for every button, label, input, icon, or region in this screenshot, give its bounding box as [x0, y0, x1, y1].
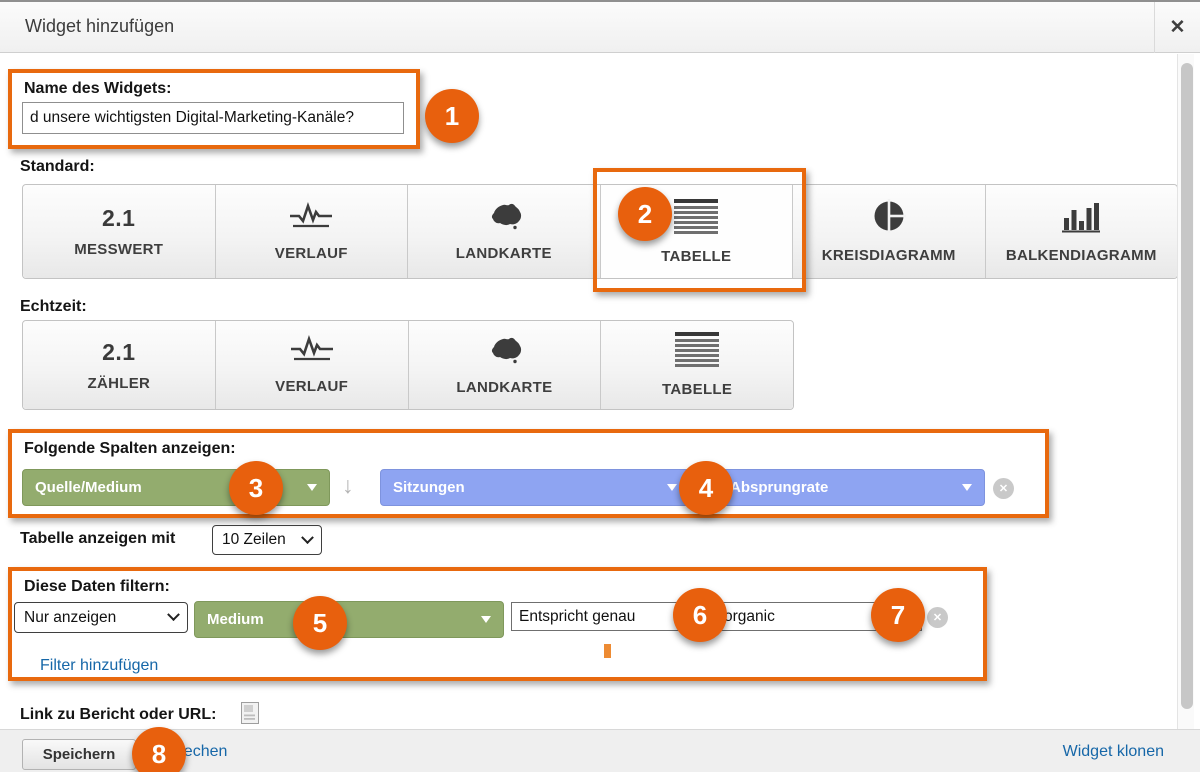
filter-value-input[interactable]: [716, 602, 922, 631]
table-rows-icon: [675, 332, 720, 372]
echtzeit-verlauf-button[interactable]: VERLAUF: [215, 321, 409, 409]
filter-mode-select[interactable]: Nur anzeigen: [14, 602, 188, 633]
column-order-arrow-icon: ↓: [342, 472, 354, 498]
select-chevron-icon: [167, 608, 180, 622]
dialog-header: Widget hinzufügen ✕: [0, 2, 1200, 53]
standard-messwert-button[interactable]: 2.1 MESSWERT: [23, 185, 216, 278]
metric-2.1-icon: 2.1: [102, 205, 136, 231]
close-icon: ✕: [1169, 17, 1186, 38]
columns-label: Folgende Spalten anzeigen:: [24, 440, 236, 457]
standard-label: Standard:: [20, 158, 95, 175]
add-filter-link[interactable]: Filter hinzufügen: [40, 657, 159, 674]
timeline-sparkline-icon: [288, 201, 334, 236]
standard-verlauf-button[interactable]: VERLAUF: [215, 185, 408, 278]
widget-name-label: Name des Widgets:: [24, 80, 172, 97]
save-button[interactable]: Speichern: [22, 739, 136, 770]
close-button[interactable]: ✕: [1154, 2, 1200, 53]
filter-dimension-dropdown[interactable]: Medium: [194, 601, 504, 638]
timeline-sparkline-icon: [289, 335, 335, 369]
echtzeit-landkarte-button[interactable]: LANDKARTE: [408, 321, 602, 409]
table-rows-label: Tabelle anzeigen mit: [20, 530, 176, 547]
standard-landkarte-button[interactable]: LANDKARTE: [408, 185, 601, 278]
metric2-dropdown[interactable]: Absprungrate: [717, 469, 985, 506]
table-rows-icon: [674, 198, 719, 239]
metric1-dropdown[interactable]: Sitzungen: [380, 469, 690, 506]
dropdown-caret-icon: [962, 484, 972, 491]
filter-operator-field[interactable]: Entspricht genau: [511, 602, 704, 631]
counter-2.1-icon: 2.1: [102, 338, 136, 365]
standard-kreisdiagramm-button[interactable]: KREISDIAGRAMM: [793, 185, 986, 278]
standard-widget-row: 2.1 MESSWERT VERLAUF LANDKARTE TABELLE: [22, 184, 1178, 279]
clone-widget-link[interactable]: Widget klonen: [1062, 743, 1164, 760]
report-document-icon[interactable]: [241, 702, 259, 729]
geomap-australia-icon: [484, 335, 524, 370]
pie-chart-icon: [872, 199, 906, 238]
standard-tabelle-button[interactable]: TABELLE: [600, 185, 793, 278]
echtzeit-label: Echtzeit:: [20, 298, 87, 315]
cancel-link[interactable]: Abbrechen: [150, 743, 228, 760]
dialog-footer: Speichern Abbrechen Widget klonen: [0, 729, 1200, 772]
row-count-select[interactable]: 10 Zeilen: [212, 525, 322, 555]
dialog-title: Widget hinzufügen: [25, 16, 175, 36]
remove-filter-icon[interactable]: ✕: [927, 607, 948, 628]
widget-name-input[interactable]: [22, 102, 404, 134]
dropdown-caret-icon: [667, 484, 677, 491]
geomap-australia-icon: [484, 201, 524, 236]
filter-label: Diese Daten filtern:: [24, 578, 170, 595]
remove-metric-icon[interactable]: ✕: [993, 478, 1014, 499]
dropdown-caret-icon: [307, 484, 317, 491]
bar-chart-icon: [1062, 200, 1101, 238]
orange-caret-mark: [604, 644, 611, 658]
echtzeit-widget-row: 2.1 ZÄHLER VERLAUF LANDKARTE TABELLE: [22, 320, 794, 410]
standard-balkendiagramm-button[interactable]: BALKENDIAGRAMM: [985, 185, 1177, 278]
echtzeit-tabelle-button[interactable]: TABELLE: [601, 321, 793, 409]
echtzeit-zaehler-button[interactable]: 2.1 ZÄHLER: [23, 321, 216, 409]
scrollbar-thumb[interactable]: [1181, 63, 1193, 709]
report-link-label: Link zu Bericht oder URL:: [20, 706, 217, 723]
scrollbar-track: [1177, 54, 1194, 729]
annotation-circle-1: 1: [425, 89, 479, 143]
select-chevron-icon: [301, 530, 314, 544]
dimension-dropdown[interactable]: Quelle/Medium: [22, 469, 330, 506]
dropdown-caret-icon: [481, 616, 491, 623]
